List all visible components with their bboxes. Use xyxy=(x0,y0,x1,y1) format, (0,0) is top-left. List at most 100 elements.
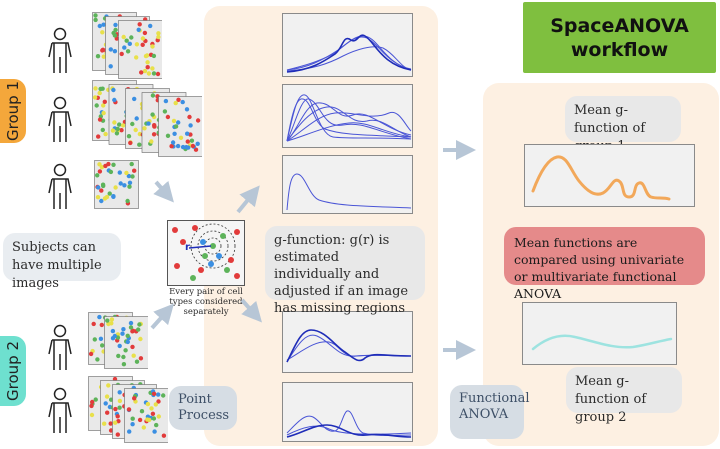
cell-dot xyxy=(97,117,103,122)
cell-dot xyxy=(134,116,139,121)
cell-dot xyxy=(130,416,135,421)
cell-dot xyxy=(129,161,134,167)
cell-dot xyxy=(185,139,190,144)
cell-dot xyxy=(112,49,118,54)
cell-dot xyxy=(152,429,157,434)
image-stack-icon xyxy=(92,160,142,212)
image-stack-icon xyxy=(88,312,148,372)
cell-dot xyxy=(178,135,184,140)
point-process-label: Point Process xyxy=(169,386,237,430)
cell-dot xyxy=(94,103,99,108)
cell-dot xyxy=(117,122,122,127)
cell-dot xyxy=(156,399,161,404)
cell-dot xyxy=(111,87,116,93)
image-stack-icon xyxy=(92,80,202,160)
cell-dot xyxy=(119,51,124,57)
cell-dot xyxy=(105,318,110,323)
cell-dot xyxy=(115,414,120,419)
cell-dot xyxy=(150,66,155,71)
cell-dot xyxy=(145,65,150,70)
cell-dot xyxy=(100,30,105,35)
plot-icon xyxy=(282,84,413,148)
group2-label: Group 2 xyxy=(0,336,26,406)
cell-dot xyxy=(142,126,147,131)
cell-dot xyxy=(97,23,102,29)
cell-dot xyxy=(145,401,151,407)
image-layer xyxy=(158,96,202,157)
cell-dot xyxy=(187,114,192,120)
plot-icon xyxy=(522,302,677,365)
cell-dot xyxy=(161,393,166,398)
cell-dot xyxy=(150,44,155,49)
cell-dot xyxy=(134,42,140,47)
cell-dot xyxy=(124,38,129,43)
cell-dot xyxy=(102,421,107,426)
cell-dot xyxy=(111,194,116,199)
cell-dot xyxy=(126,407,132,412)
cell-pair-caption: Every pair of cell types considered sepa… xyxy=(169,287,243,317)
cell-dot xyxy=(102,99,107,104)
cell-dot xyxy=(137,142,142,147)
image-stack-icon xyxy=(88,376,168,446)
cell-dot xyxy=(139,70,144,75)
plot-icon xyxy=(282,155,413,214)
cell-dot xyxy=(108,47,113,52)
cell-dot xyxy=(112,333,117,339)
cell-dot xyxy=(101,54,106,59)
cell-dot xyxy=(97,90,102,96)
cell-dot xyxy=(99,165,105,170)
cell-dot xyxy=(140,42,145,47)
cell-dot xyxy=(176,97,181,102)
cell-dot xyxy=(104,194,110,200)
cell-dot xyxy=(169,144,174,149)
person-icon xyxy=(48,27,72,73)
cell-dot xyxy=(100,127,105,133)
cell-dot xyxy=(120,123,126,128)
cell-dot xyxy=(117,390,122,395)
cell-dot xyxy=(114,131,120,136)
cell-dot xyxy=(136,27,141,32)
cell-dot xyxy=(184,107,190,112)
cell-dot xyxy=(93,86,98,91)
cell-dot xyxy=(113,420,118,425)
cell-dot xyxy=(145,60,150,65)
cell-dot xyxy=(155,71,161,77)
cell-dot xyxy=(112,376,118,382)
cell-dot xyxy=(147,417,152,423)
cell-dot xyxy=(117,405,122,410)
cell-dot xyxy=(95,357,100,362)
cell-dot xyxy=(88,351,94,357)
cell-dot xyxy=(151,391,157,396)
person-icon xyxy=(48,324,72,370)
cell-dot xyxy=(93,17,98,23)
plot-icon xyxy=(282,382,413,442)
cell-dot xyxy=(113,27,118,33)
cell-dot xyxy=(108,169,114,175)
cell-dot xyxy=(148,23,153,29)
cell-dot xyxy=(117,170,122,175)
cell-dot xyxy=(153,402,158,407)
cell-dot xyxy=(137,417,143,423)
cell-dot xyxy=(121,354,126,360)
subjects-note: Subjects can have multiple images xyxy=(3,233,121,291)
cell-dot xyxy=(195,118,201,123)
cell-dot xyxy=(105,410,110,415)
cell-dot xyxy=(156,34,161,40)
cell-dot xyxy=(125,49,131,54)
cell-dot xyxy=(188,123,193,128)
cell-dot xyxy=(156,392,161,397)
cell-dot xyxy=(97,169,103,174)
cell-dot xyxy=(101,103,106,108)
cell-dot xyxy=(150,93,156,98)
cell-dot xyxy=(173,100,178,106)
image-layer xyxy=(94,160,139,209)
cell-dot xyxy=(163,98,169,104)
cell-dot xyxy=(98,336,104,341)
cell-dot xyxy=(176,120,181,125)
cell-dot xyxy=(186,145,191,150)
cell-dot xyxy=(195,141,200,146)
cell-dot xyxy=(130,328,136,333)
plot-icon xyxy=(282,13,413,77)
cell-dot xyxy=(109,317,115,322)
cell-dot xyxy=(103,131,108,137)
